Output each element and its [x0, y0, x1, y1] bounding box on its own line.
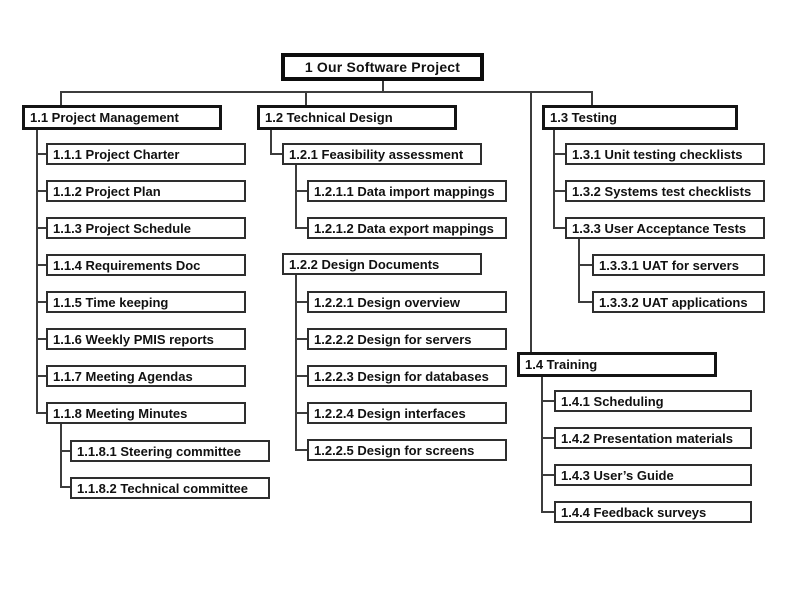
wbs-node-1-2-2-1: 1.2.2.1 Design overview: [307, 291, 507, 313]
wbs-node-1-2: 1.2 Technical Design: [257, 105, 457, 130]
connector-line: [305, 91, 307, 105]
connector-line: [541, 437, 554, 439]
connector-line: [36, 301, 46, 303]
wbs-node-1-4-2: 1.4.2 Presentation materials: [554, 427, 752, 449]
connector-line: [36, 412, 46, 414]
wbs-node-1-1-1: 1.1.1 Project Charter: [46, 143, 246, 165]
wbs-node-1-1: 1.1 Project Management: [22, 105, 222, 130]
connector-line: [382, 81, 384, 91]
connector-line: [295, 449, 307, 451]
wbs-node-1-2-2-3: 1.2.2.3 Design for databases: [307, 365, 507, 387]
wbs-node-1-3-2: 1.3.2 Systems test checklists: [565, 180, 765, 202]
wbs-node-1-2-1-1: 1.2.1.1 Data import mappings: [307, 180, 507, 202]
wbs-node-1-4-4: 1.4.4 Feedback surveys: [554, 501, 752, 523]
connector-line: [60, 91, 593, 93]
connector-line: [295, 165, 297, 229]
connector-line: [295, 275, 297, 451]
wbs-node-1-1-8-1: 1.1.8.1 Steering committee: [70, 440, 270, 462]
connector-line: [295, 227, 307, 229]
connector-line: [553, 227, 565, 229]
wbs-node-1-2-1: 1.2.1 Feasibility assessment: [282, 143, 482, 165]
connector-line: [541, 376, 543, 513]
connector-line: [295, 190, 307, 192]
connector-line: [541, 474, 554, 476]
connector-line: [60, 424, 62, 488]
connector-line: [36, 264, 46, 266]
connector-line: [60, 91, 62, 105]
wbs-node-1-2-2-4: 1.2.2.4 Design interfaces: [307, 402, 507, 424]
wbs-node-1-2-2-5: 1.2.2.5 Design for screens: [307, 439, 507, 461]
wbs-node-1-1-7: 1.1.7 Meeting Agendas: [46, 365, 246, 387]
connector-line: [553, 128, 555, 229]
wbs-node-1-3: 1.3 Testing: [542, 105, 738, 130]
connector-line: [36, 190, 46, 192]
wbs-node-1-1-4: 1.1.4 Requirements Doc: [46, 254, 246, 276]
wbs-node-1-4-1: 1.4.1 Scheduling: [554, 390, 752, 412]
wbs-node-1-3-3: 1.3.3 User Acceptance Tests: [565, 217, 765, 239]
connector-line: [541, 511, 554, 513]
connector-line: [36, 153, 46, 155]
wbs-node-1-1-5: 1.1.5 Time keeping: [46, 291, 246, 313]
wbs-node-1-4-3: 1.4.3 User’s Guide: [554, 464, 752, 486]
wbs-node-1-1-3: 1.1.3 Project Schedule: [46, 217, 246, 239]
connector-line: [578, 239, 580, 303]
connector-line: [295, 301, 307, 303]
wbs-node-1-2-2-2: 1.2.2.2 Design for servers: [307, 328, 507, 350]
wbs-node-1-1-2: 1.1.2 Project Plan: [46, 180, 246, 202]
connector-line: [270, 130, 272, 155]
wbs-node-1-3-1: 1.3.1 Unit testing checklists: [565, 143, 765, 165]
connector-line: [295, 375, 307, 377]
wbs-node-1-4: 1.4 Training: [517, 352, 717, 377]
wbs-node-1-2-1-2: 1.2.1.2 Data export mappings: [307, 217, 507, 239]
wbs-node-1-3-3-2: 1.3.3.2 UAT applications: [592, 291, 765, 313]
connector-line: [36, 375, 46, 377]
wbs-node-1-1-8-2: 1.1.8.2 Technical committee: [70, 477, 270, 499]
connector-line: [60, 450, 70, 452]
connector-line: [295, 338, 307, 340]
connector-line: [553, 153, 565, 155]
connector-line: [36, 338, 46, 340]
wbs-node-1-1-8: 1.1.8 Meeting Minutes: [46, 402, 246, 424]
connector-line: [591, 91, 593, 105]
connector-line: [270, 153, 282, 155]
wbs-node-1-1-6: 1.1.6 Weekly PMIS reports: [46, 328, 246, 350]
connector-line: [553, 190, 565, 192]
connector-line: [578, 264, 592, 266]
wbs-node-1-3-3-1: 1.3.3.1 UAT for servers: [592, 254, 765, 276]
connector-line: [541, 400, 554, 402]
connector-line: [36, 227, 46, 229]
wbs-node-1-2-2: 1.2.2 Design Documents: [282, 253, 482, 275]
connector-line: [530, 91, 532, 352]
connector-line: [60, 486, 70, 488]
connector-line: [295, 412, 307, 414]
connector-line: [578, 301, 592, 303]
connector-line: [36, 130, 38, 414]
wbs-node-root: 1 Our Software Project: [281, 53, 484, 81]
